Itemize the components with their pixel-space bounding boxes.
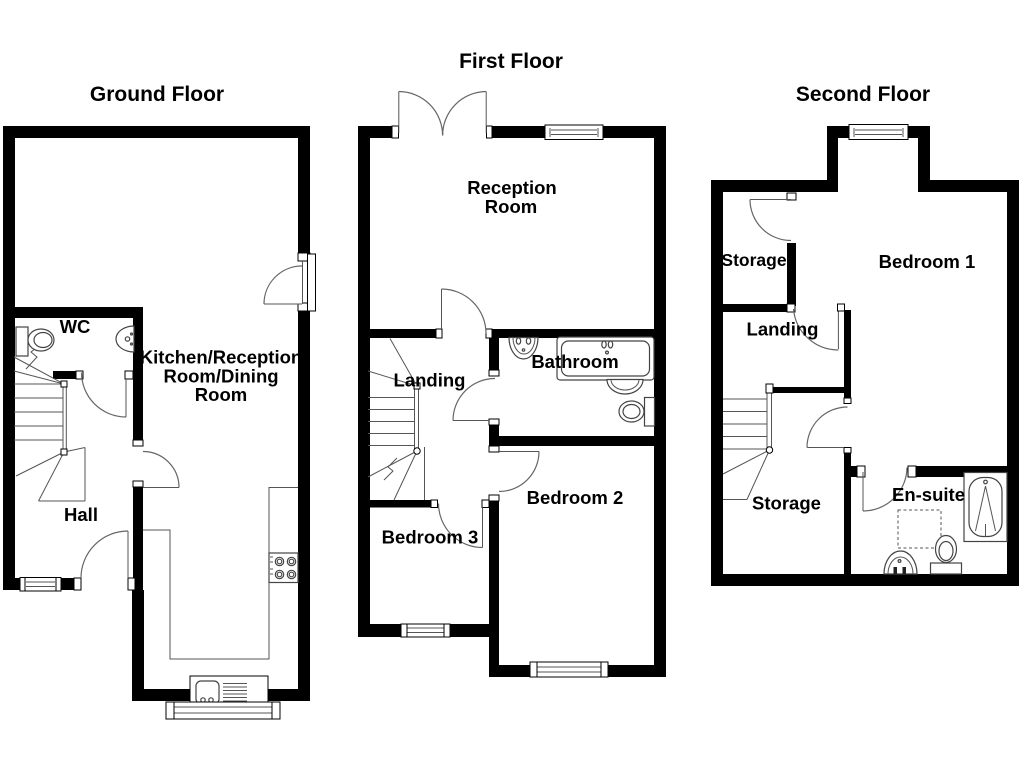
svg-text:Hall: Hall — [64, 504, 98, 525]
svg-text:Second Floor: Second Floor — [796, 83, 930, 106]
svg-text:Room/Dining: Room/Dining — [163, 366, 278, 387]
svg-text:Room: Room — [485, 196, 537, 217]
svg-text:First Floor: First Floor — [459, 50, 563, 73]
svg-text:WC: WC — [60, 316, 91, 337]
svg-text:Reception: Reception — [467, 177, 556, 198]
svg-text:Storage: Storage — [752, 493, 821, 514]
svg-text:En-suite: En-suite — [892, 484, 965, 505]
svg-text:Bedroom 3: Bedroom 3 — [382, 527, 479, 548]
svg-text:Room: Room — [195, 384, 247, 405]
svg-text:Ground Floor: Ground Floor — [90, 83, 224, 106]
svg-text:Bedroom 1: Bedroom 1 — [879, 251, 976, 272]
svg-text:Bathroom: Bathroom — [531, 351, 618, 372]
svg-text:Landing: Landing — [394, 370, 466, 391]
svg-text:Kitchen/Reception: Kitchen/Reception — [140, 347, 302, 368]
svg-text:Bedroom 2: Bedroom 2 — [527, 487, 624, 508]
svg-text:Storage: Storage — [721, 250, 786, 270]
svg-text:Landing: Landing — [747, 319, 819, 340]
